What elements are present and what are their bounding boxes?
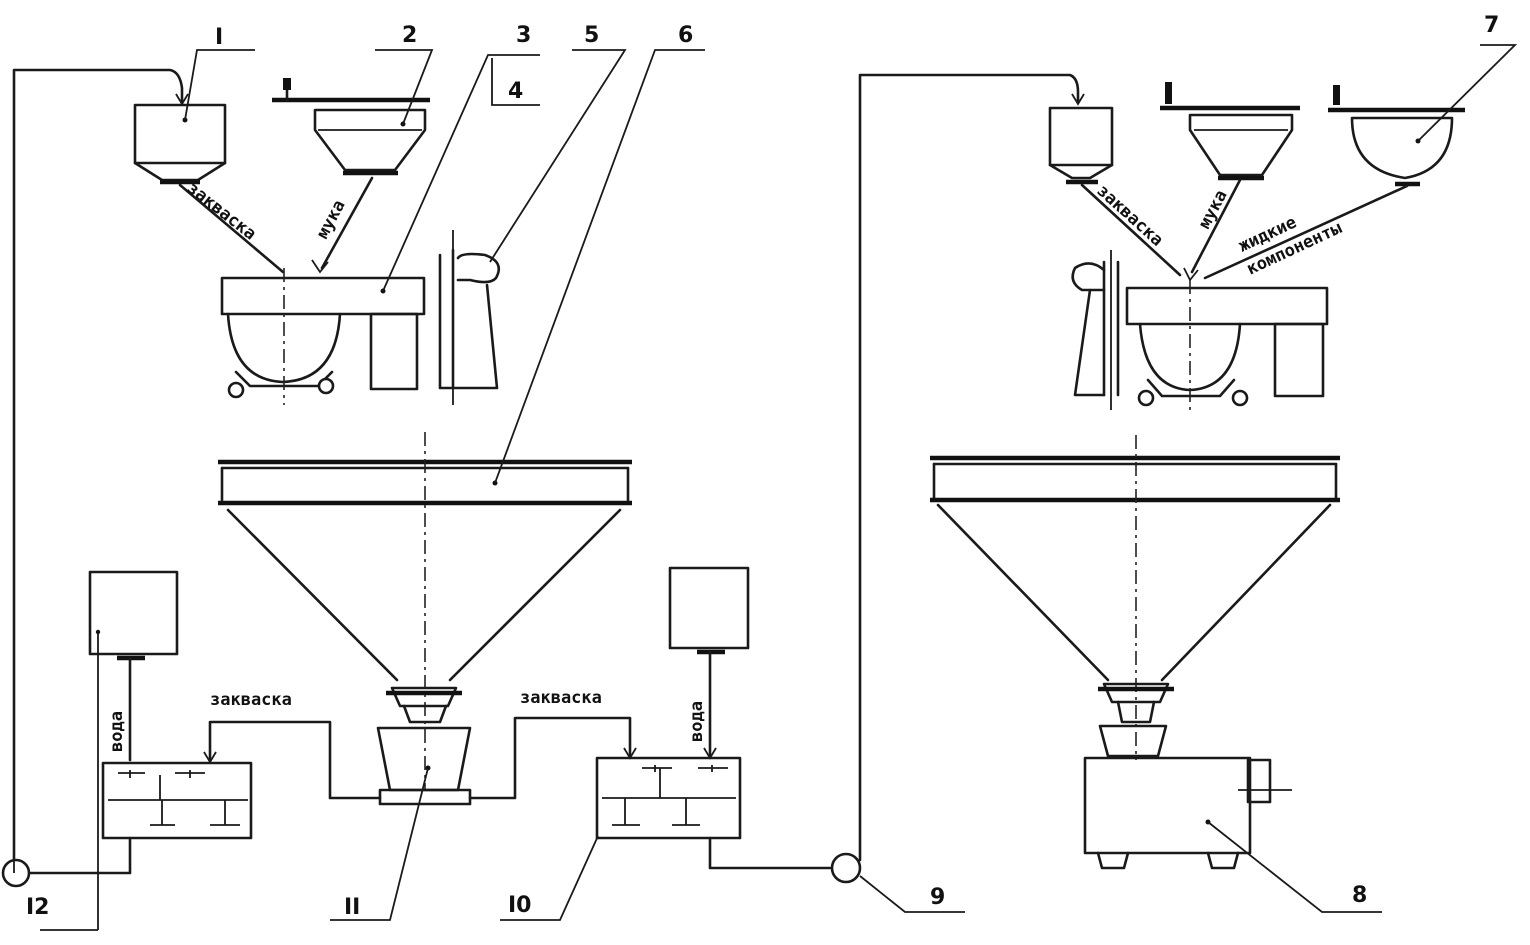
leader-lines — [40, 44, 1518, 931]
dough-divider-8 — [1083, 682, 1292, 870]
water-tank-right — [668, 566, 750, 760]
label-12: I2 — [26, 895, 50, 920]
dough-kneader-right — [1125, 280, 1329, 412]
flour-hopper-right — [1160, 82, 1300, 181]
flour-flow-line-right — [1190, 178, 1242, 274]
metering-tank-10 — [595, 756, 832, 870]
liquid-flow-line-right — [1203, 184, 1409, 280]
flow-label-water-left: вода — [107, 711, 127, 752]
label-10: I0 — [508, 893, 532, 918]
tipping-device-5 — [438, 230, 500, 405]
bunker-6 — [218, 432, 632, 790]
metering-tank-left — [26, 761, 253, 875]
pump-9 — [830, 852, 862, 884]
label-8: 8 — [1352, 883, 1367, 908]
starter-hopper-1 — [133, 103, 227, 185]
starter-hopper-right — [1048, 106, 1114, 185]
water-tank-left — [88, 570, 179, 930]
flow-label-starter-bottom-left: закваска — [210, 690, 292, 710]
label-4: 4 — [508, 79, 523, 104]
tipping-device-right — [1071, 250, 1120, 410]
label-5: 5 — [584, 23, 599, 48]
label-11: II — [344, 895, 360, 920]
dough-kneader-3 — [220, 268, 426, 405]
starter-flow-line-left — [178, 183, 285, 274]
liquid-components-tank-7 — [1328, 85, 1465, 187]
label-9: 9 — [930, 885, 945, 910]
starter-flow-line-right — [1080, 183, 1182, 277]
label-1: I — [215, 25, 223, 50]
label-3: 3 — [516, 23, 531, 48]
starter-pipe-bottom-left — [208, 720, 382, 800]
label-6: 6 — [678, 23, 693, 48]
pump-12 — [1, 858, 31, 888]
flow-label-water-right: вода — [687, 701, 707, 742]
flow-label-flour-left: мука — [313, 197, 350, 243]
flow-label-starter-right: закваска — [1093, 181, 1167, 251]
flour-hopper-2 — [272, 78, 430, 176]
bunker-right — [930, 435, 1340, 760]
flour-flow-line-left — [320, 176, 374, 270]
left-return-pipe — [12, 68, 184, 862]
label-7: 7 — [1484, 13, 1499, 38]
right-supply-pipe — [858, 73, 1080, 862]
label-2: 2 — [402, 23, 417, 48]
flow-label-flour-right: мука — [1195, 187, 1232, 233]
starter-pipe-bottom-right — [468, 716, 632, 800]
flow-label-starter-bottom-right: закваска — [520, 688, 602, 708]
flow-label-starter-left: закваска — [183, 178, 260, 244]
